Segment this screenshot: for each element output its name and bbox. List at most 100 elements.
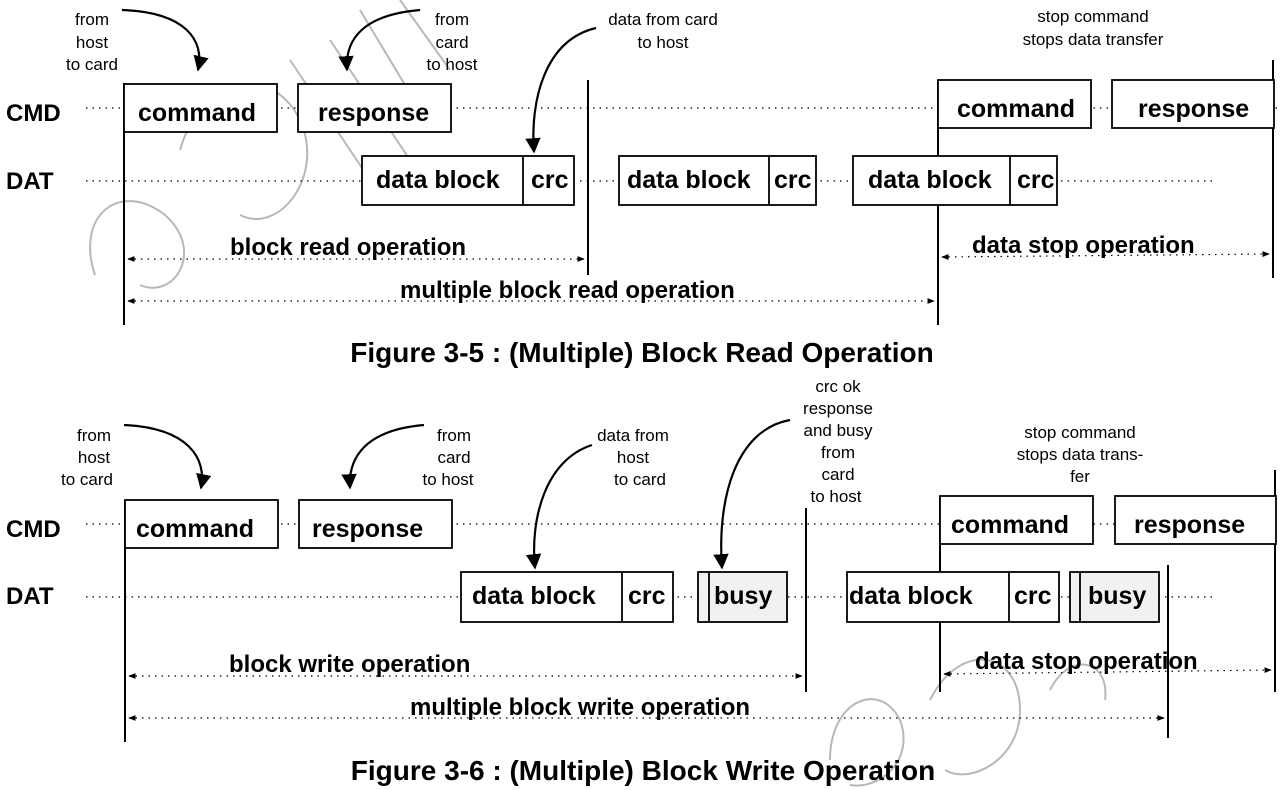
- svg-text:data block: data block: [849, 582, 973, 610]
- svg-text:response: response: [1138, 95, 1249, 123]
- svg-text:data block: data block: [472, 582, 596, 610]
- svg-text:response: response: [803, 399, 873, 418]
- svg-text:data from: data from: [597, 426, 669, 445]
- data-block: data block crc: [361, 155, 575, 206]
- stop-command-box: command: [939, 495, 1094, 545]
- figure-3-5: CMD DAT command response command respons…: [6, 7, 1278, 368]
- svg-text:card: card: [437, 448, 470, 467]
- svg-text:stops data transfer: stops data transfer: [1023, 30, 1164, 49]
- data-block: data block crc: [460, 571, 674, 623]
- svg-text:command: command: [136, 515, 254, 543]
- command-box: command: [124, 499, 279, 549]
- svg-text:stops data trans-: stops data trans-: [1017, 445, 1144, 464]
- svg-text:crc: crc: [531, 166, 569, 194]
- svg-text:fer: fer: [1070, 467, 1090, 486]
- pointer-arrow: [525, 26, 597, 154]
- svg-text:command: command: [957, 95, 1075, 123]
- data-block: data block crc: [618, 155, 817, 206]
- svg-text:crc: crc: [774, 166, 812, 194]
- svg-text:stop command: stop command: [1024, 423, 1136, 442]
- svg-text:host: host: [617, 448, 649, 467]
- command-box: command: [123, 83, 278, 133]
- svg-text:to host: to host: [422, 470, 473, 489]
- busy-block: busy: [697, 571, 788, 623]
- dat-label: DAT: [6, 168, 54, 195]
- svg-text:from: from: [435, 10, 469, 29]
- pointer-arrow: [121, 8, 209, 72]
- annotation-data-host-to-card: data from host to card: [525, 426, 669, 570]
- data-stop-operation-span: data stop operation: [943, 648, 1272, 677]
- annotation-stop-command: stop command stops data trans- fer: [1017, 423, 1144, 486]
- svg-text:multiple block read operation: multiple block read operation: [400, 277, 735, 304]
- multiple-block-read-operation-span: multiple block read operation: [127, 277, 935, 304]
- svg-text:crc: crc: [1017, 166, 1055, 194]
- svg-text:from: from: [75, 10, 109, 29]
- data-stop-operation-span: data stop operation: [941, 232, 1270, 260]
- svg-text:response: response: [1134, 511, 1245, 539]
- svg-text:command: command: [138, 99, 256, 127]
- annotation-crc-ok-busy: crc ok response and busy from card to ho…: [713, 377, 873, 570]
- svg-text:host: host: [78, 448, 110, 467]
- svg-text:data from card: data from card: [608, 10, 718, 29]
- svg-text:response: response: [312, 515, 423, 543]
- svg-text:busy: busy: [1088, 582, 1146, 610]
- svg-text:data stop operation: data stop operation: [972, 232, 1195, 259]
- svg-text:data block: data block: [627, 166, 751, 194]
- svg-text:multiple block write operation: multiple block write operation: [410, 694, 750, 721]
- block-write-operation-span: block write operation: [128, 651, 803, 679]
- svg-text:data block: data block: [868, 166, 992, 194]
- svg-text:crc: crc: [628, 582, 666, 610]
- svg-text:to card: to card: [614, 470, 666, 489]
- pointer-arrow: [341, 423, 425, 490]
- svg-text:data stop operation: data stop operation: [975, 648, 1198, 675]
- svg-text:to host: to host: [810, 487, 861, 506]
- svg-text:card: card: [821, 465, 854, 484]
- pointer-arrow: [525, 443, 593, 570]
- block-read-operation-span: block read operation: [127, 234, 585, 262]
- dat-label: DAT: [6, 583, 54, 610]
- svg-text:host: host: [76, 33, 108, 52]
- svg-text:to card: to card: [66, 55, 118, 74]
- svg-text:crc ok: crc ok: [815, 377, 861, 396]
- figure-3-6: CMD DAT command response command respons…: [6, 377, 1278, 786]
- figure-caption: Figure 3-5 : (Multiple) Block Read Opera…: [350, 337, 933, 368]
- svg-text:block read operation: block read operation: [230, 234, 466, 261]
- pointer-arrow: [338, 8, 421, 72]
- stop-command-box: command: [937, 79, 1092, 129]
- data-block: data block crc: [852, 155, 1058, 206]
- svg-text:stop command: stop command: [1037, 7, 1149, 26]
- svg-text:card: card: [435, 33, 468, 52]
- stop-response-box: response: [1114, 495, 1277, 545]
- annotation-host-to-card: from host to card: [61, 423, 212, 490]
- annotation-stop-command: stop command stops data transfer: [1023, 7, 1164, 49]
- svg-text:to host: to host: [426, 55, 477, 74]
- pointer-arrow: [123, 423, 212, 490]
- svg-text:to card: to card: [61, 470, 113, 489]
- cmd-label: CMD: [6, 516, 61, 543]
- annotation-host-to-card: from host to card: [66, 8, 209, 74]
- multiple-block-write-operation-span: multiple block write operation: [128, 694, 1165, 721]
- response-box: response: [297, 83, 452, 133]
- response-box: response: [298, 499, 453, 549]
- cmd-label: CMD: [6, 100, 61, 127]
- svg-text:data block: data block: [376, 166, 500, 194]
- svg-text:crc: crc: [1014, 582, 1052, 610]
- svg-text:block write operation: block write operation: [229, 651, 470, 678]
- pointer-arrow: [713, 418, 791, 570]
- svg-text:from: from: [437, 426, 471, 445]
- svg-text:command: command: [951, 511, 1069, 539]
- data-block: data block crc: [846, 571, 1060, 623]
- svg-text:from: from: [821, 443, 855, 462]
- svg-text:busy: busy: [714, 582, 772, 610]
- figure-caption: Figure 3-6 : (Multiple) Block Write Oper…: [351, 755, 935, 786]
- annotation-data-card-to-host: data from card to host: [525, 10, 718, 154]
- stop-response-box: response: [1111, 79, 1275, 129]
- svg-text:to host: to host: [637, 33, 688, 52]
- svg-text:from: from: [77, 426, 111, 445]
- svg-text:response: response: [318, 99, 429, 127]
- annotation-card-to-host: from card to host: [338, 8, 478, 74]
- svg-text:and busy: and busy: [804, 421, 873, 440]
- annotation-card-to-host: from card to host: [341, 423, 474, 490]
- busy-block: busy: [1069, 571, 1160, 623]
